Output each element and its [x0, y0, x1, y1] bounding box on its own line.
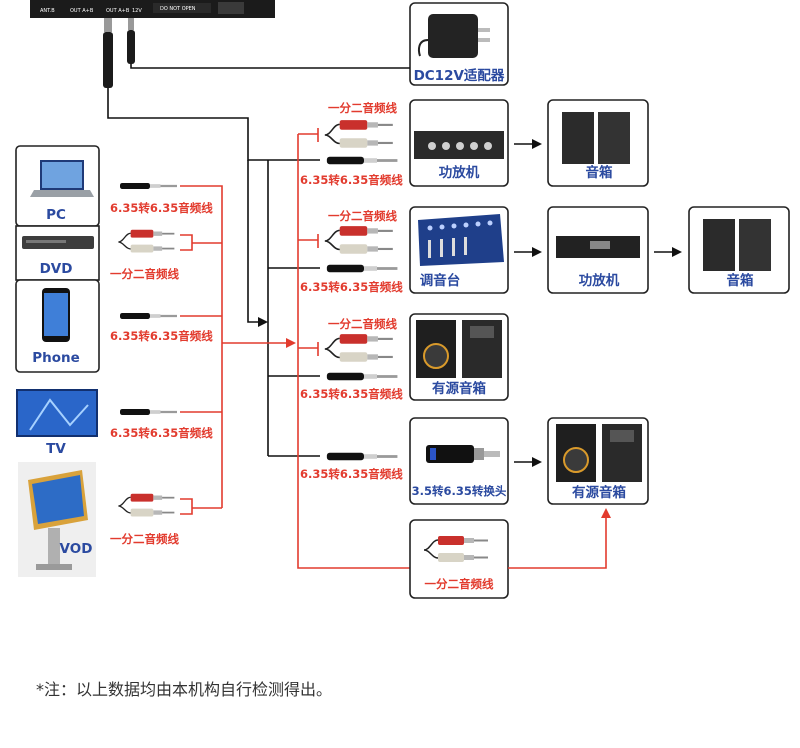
port-12v: 12V	[132, 8, 142, 14]
branch-jack-label: 6.35转6.35音频线	[300, 467, 403, 481]
source-red-lines	[180, 185, 223, 515]
device-speaker: 音箱	[547, 99, 649, 187]
source-cable-label: 一分二音频线	[110, 267, 179, 281]
source-label: PC	[46, 207, 66, 223]
device-active-speaker: 有源音箱	[409, 313, 509, 401]
source-dvd: DVD	[15, 225, 100, 281]
power-adapter: DC12V适配器	[409, 2, 509, 86]
source-cable-label: 6.35转6.35音频线	[110, 426, 213, 440]
footnote: *注：以上数据均由本机构自行检测得出。	[36, 680, 333, 699]
device-label: 功放机	[439, 164, 480, 181]
device-mixer: 调音台	[409, 206, 509, 294]
branch-jack-label: 6.35转6.35音频线	[300, 173, 403, 187]
branch-rca-3	[323, 333, 394, 363]
source-label: VOD	[60, 541, 93, 557]
port-ant-b: ANT.B	[40, 8, 55, 14]
source-tv: TV	[16, 389, 98, 457]
branch-jack-1	[326, 156, 398, 165]
source-label: Phone	[32, 350, 80, 366]
receiver-jacks	[103, 18, 135, 88]
source-cable-label: 6.35转6.35音频线	[110, 201, 213, 215]
source-jack-tv	[120, 409, 177, 415]
source-cable-label: 6.35转6.35音频线	[110, 329, 213, 343]
source-vod: VOD	[18, 462, 96, 577]
source-rca-dvd	[118, 229, 176, 254]
branch-jack-label: 6.35转6.35音频线	[300, 387, 403, 401]
source-label: DVD	[40, 261, 73, 277]
device-speaker2: 音箱	[688, 206, 790, 294]
source-label: TV	[46, 441, 66, 457]
device-label: 音箱	[727, 272, 755, 289]
branch-rca-2	[323, 225, 394, 255]
source-jack-pc	[120, 183, 177, 189]
device-label: 功放机	[579, 272, 620, 289]
port-out-ab2: OUT A+B	[106, 8, 130, 14]
device-label: 一分二音频线	[425, 577, 494, 591]
device-label: 有源音箱	[432, 380, 486, 397]
adapter-label: DC12V适配器	[414, 67, 505, 84]
source-rca-vod	[118, 493, 176, 518]
device-label: 音箱	[586, 164, 614, 181]
branch-jack-label: 6.35转6.35音频线	[300, 280, 403, 294]
device-rca-bottom: 一分二音频线	[409, 519, 509, 599]
device-amp: 功放机	[409, 99, 509, 187]
branch-rca-1	[323, 119, 394, 149]
source-phone: Phone	[15, 279, 100, 373]
port-out-ab: OUT A+B	[70, 8, 94, 14]
device-label: 调音台	[420, 272, 461, 289]
branch-jack-2	[326, 264, 398, 273]
branch-rca-label: 一分二音频线	[328, 317, 397, 331]
device-amp2: 功放机	[547, 206, 649, 294]
device-adapter-plug: 3.5转6.35转换头	[409, 417, 509, 505]
device-label: 3.5转6.35转换头	[412, 484, 507, 498]
warning-label: DO NOT OPEN	[160, 6, 196, 12]
branch-red-lines	[297, 128, 410, 569]
source-cable-label: 一分二音频线	[110, 532, 179, 546]
branch-jack-4	[326, 452, 398, 461]
source-jack-phone	[120, 313, 177, 319]
branch-jack-3	[326, 372, 398, 381]
device-label: 有源音箱	[572, 484, 626, 501]
branch-rca-label: 一分二音频线	[328, 209, 397, 223]
receiver-device: ANT.B OUT A+B OUT A+B 12V DO NOT OPEN	[30, 0, 275, 18]
branch-rca-label: 一分二音频线	[328, 101, 397, 115]
device-active-speaker2: 有源音箱	[547, 417, 649, 505]
source-pc: PC	[15, 145, 100, 227]
